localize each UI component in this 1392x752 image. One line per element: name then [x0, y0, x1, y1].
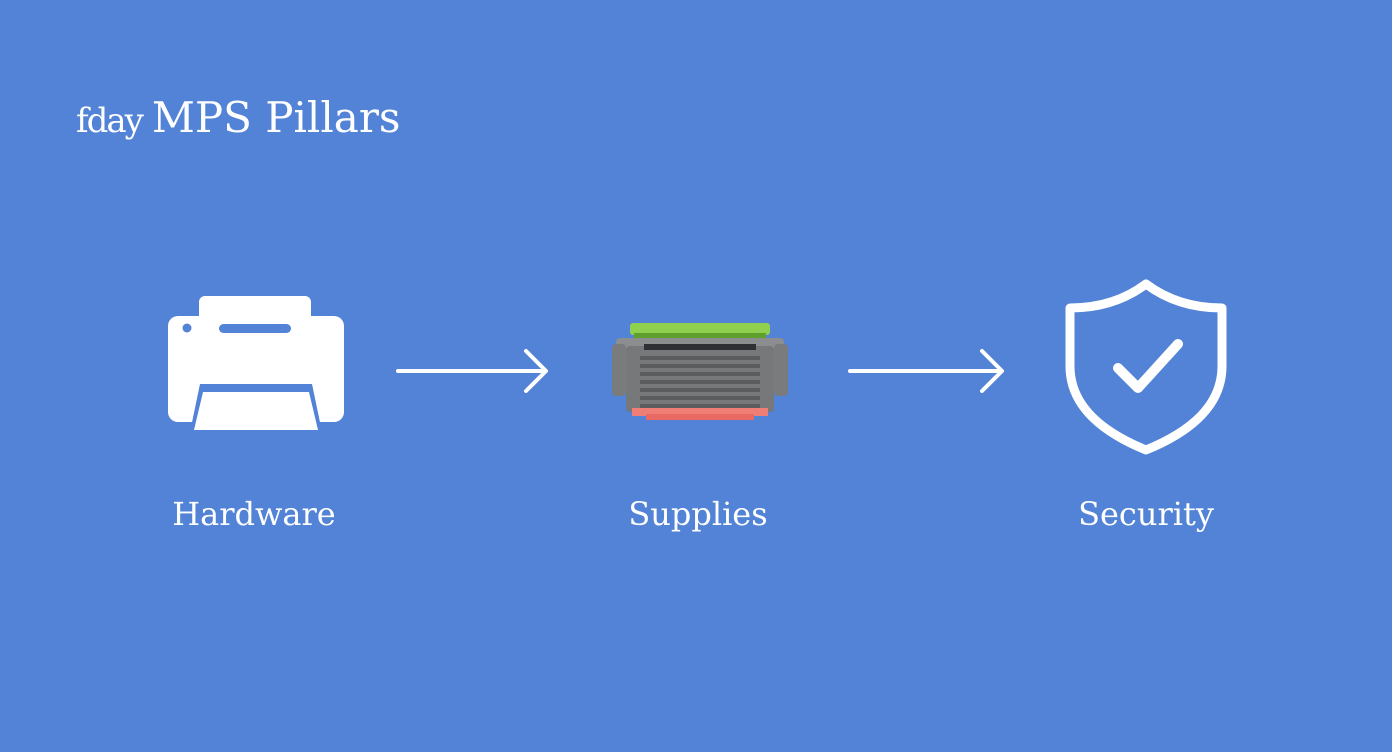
arrow-right-icon	[396, 349, 548, 393]
pillar-label-supplies: Supplies	[628, 495, 768, 533]
toner-cartridge-icon	[612, 323, 788, 420]
brand-logo: fday	[76, 101, 144, 141]
pillar-label-security: Security	[1078, 495, 1214, 533]
title-text: MPS Pillars	[151, 93, 401, 142]
pillar-label-hardware: Hardware	[172, 495, 336, 533]
printer-icon	[168, 296, 344, 432]
shield-check-icon	[1065, 279, 1227, 455]
arrow-right-icon	[848, 349, 1004, 393]
